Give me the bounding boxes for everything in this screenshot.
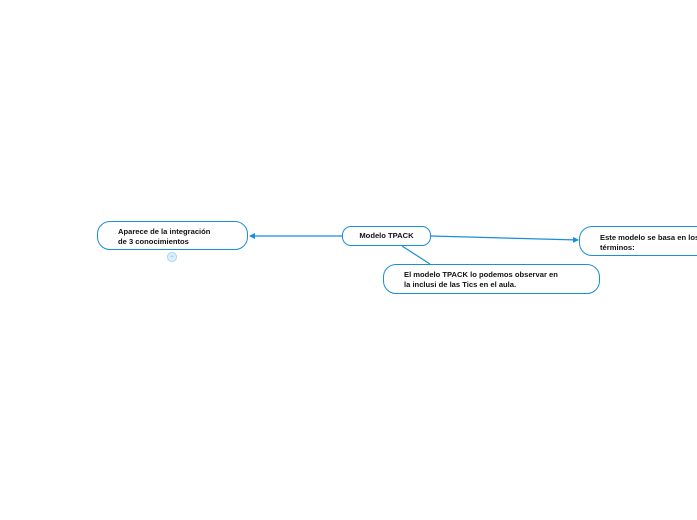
connector-central-to-bottom <box>401 245 431 265</box>
central-topic-tpack[interactable]: Modelo TPACK <box>342 226 431 246</box>
topic-integration-knowledge[interactable]: Aparece de la integración de 3 conocimie… <box>97 221 248 250</box>
expand-dots-glyph: •• <box>170 254 174 260</box>
connector-central-to-right <box>430 235 579 243</box>
expand-children-icon[interactable]: •• <box>167 252 177 262</box>
topic-model-terms[interactable]: Este modelo se basa en los términos: <box>579 226 697 256</box>
topic-tics-in-classroom[interactable]: El modelo TPACK lo podemos observar en l… <box>383 264 600 294</box>
